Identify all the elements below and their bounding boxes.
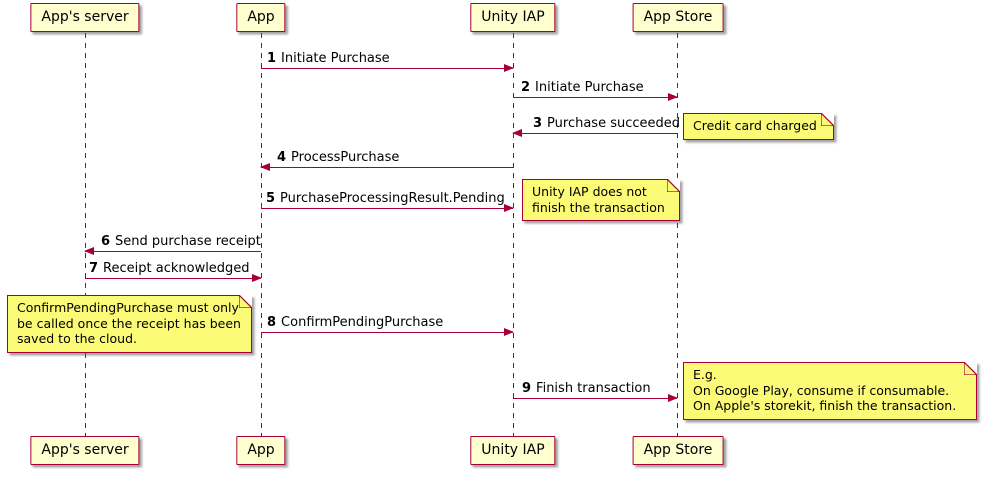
message-label: 8 ConfirmPendingPurchase xyxy=(267,315,443,330)
note-text: E.g. On Google Play, consume if consumab… xyxy=(693,367,957,413)
message-number: 4 xyxy=(277,150,287,165)
message-number: 3 xyxy=(533,116,543,131)
note-text: ConfirmPendingPurchase must only be call… xyxy=(17,300,241,346)
message-label: 4 ProcessPurchase xyxy=(277,150,399,165)
participant-app-top: App xyxy=(236,3,286,32)
message-label: 6 Send purchase receipt xyxy=(101,234,261,249)
arrowhead-icon xyxy=(504,64,514,72)
message-number: 8 xyxy=(267,315,277,330)
message-text: Finish transaction xyxy=(536,381,651,396)
note-credit-card-charged: Credit card charged xyxy=(683,112,835,140)
message-text: Initiate Purchase xyxy=(281,51,390,66)
message-text: ConfirmPendingPurchase xyxy=(281,315,444,330)
arrowhead-icon xyxy=(668,394,678,402)
message-9-finish-transaction: 9 Finish transaction xyxy=(513,380,678,402)
message-label: 5 PurchaseProcessingResult.Pending xyxy=(266,191,505,206)
message-number: 2 xyxy=(521,80,531,95)
message-label: 7 Receipt acknowledged xyxy=(89,261,250,276)
message-text: Purchase succeeded xyxy=(547,116,681,131)
message-number: 6 xyxy=(101,234,111,249)
note-finish-transaction-examples: E.g. On Google Play, consume if consumab… xyxy=(683,361,978,420)
note-text: Credit card charged xyxy=(693,118,817,133)
participant-unity-iap-top: Unity IAP xyxy=(470,3,556,32)
participant-unity-iap-bottom: Unity IAP xyxy=(470,436,556,465)
arrowhead-icon xyxy=(504,328,514,336)
arrowhead-icon xyxy=(668,93,678,101)
lifeline-unity-iap xyxy=(513,33,514,437)
participant-app-store-top: App Store xyxy=(632,3,724,32)
lifeline-apps-server xyxy=(85,33,86,437)
message-label: 9 Finish transaction xyxy=(522,381,651,396)
arrowhead-icon xyxy=(504,204,514,212)
message-text: PurchaseProcessingResult.Pending xyxy=(280,191,505,206)
message-label: 1 Initiate Purchase xyxy=(267,51,390,66)
message-number: 5 xyxy=(266,191,276,206)
message-text: Receipt acknowledged xyxy=(103,261,250,276)
message-number: 9 xyxy=(522,381,532,396)
message-label: 3 Purchase succeeded xyxy=(533,116,680,131)
arrowhead-icon xyxy=(512,129,522,137)
message-2-initiate-purchase: 2 Initiate Purchase xyxy=(513,79,678,101)
message-4-processpurchase: 4 ProcessPurchase xyxy=(260,149,513,171)
note-fold-icon xyxy=(964,361,978,375)
participant-app-bottom: App xyxy=(236,436,286,465)
message-number: 7 xyxy=(89,261,99,276)
message-number: 1 xyxy=(267,51,277,66)
note-unity-iap-does-not-finish: Unity IAP does not finish the transactio… xyxy=(522,178,681,221)
message-1-initiate-purchase: 1 Initiate Purchase xyxy=(261,50,514,72)
message-7-receipt-acknowledged: 7 Receipt acknowledged xyxy=(85,260,262,282)
note-fold-icon xyxy=(821,112,835,126)
note-fold-icon xyxy=(239,294,253,308)
arrowhead-icon xyxy=(260,163,270,171)
participant-apps-server-bottom: App's server xyxy=(30,436,140,465)
message-text: Send purchase receipt xyxy=(115,234,261,249)
participant-app-store-bottom: App Store xyxy=(632,436,724,465)
note-confirmpendingpurchase-rule: ConfirmPendingPurchase must only be call… xyxy=(7,294,253,353)
message-5-purchaseprocessingresult-pending: 5 PurchaseProcessingResult.Pending xyxy=(261,190,514,212)
message-text: ProcessPurchase xyxy=(291,150,400,165)
message-label: 2 Initiate Purchase xyxy=(521,80,644,95)
message-8-confirmpendingpurchase: 8 ConfirmPendingPurchase xyxy=(261,314,514,336)
message-6-send-purchase-receipt: 6 Send purchase receipt xyxy=(84,233,261,255)
arrowhead-icon xyxy=(252,274,262,282)
lifeline-app xyxy=(261,33,262,437)
note-text: Unity IAP does not finish the transactio… xyxy=(532,184,665,215)
lifeline-app-store xyxy=(677,33,678,437)
participant-apps-server-top: App's server xyxy=(30,3,140,32)
note-fold-icon xyxy=(667,178,681,192)
message-3-purchase-succeeded: 3 Purchase succeeded xyxy=(512,115,680,137)
message-text: Initiate Purchase xyxy=(535,80,644,95)
arrowhead-icon xyxy=(84,247,94,255)
